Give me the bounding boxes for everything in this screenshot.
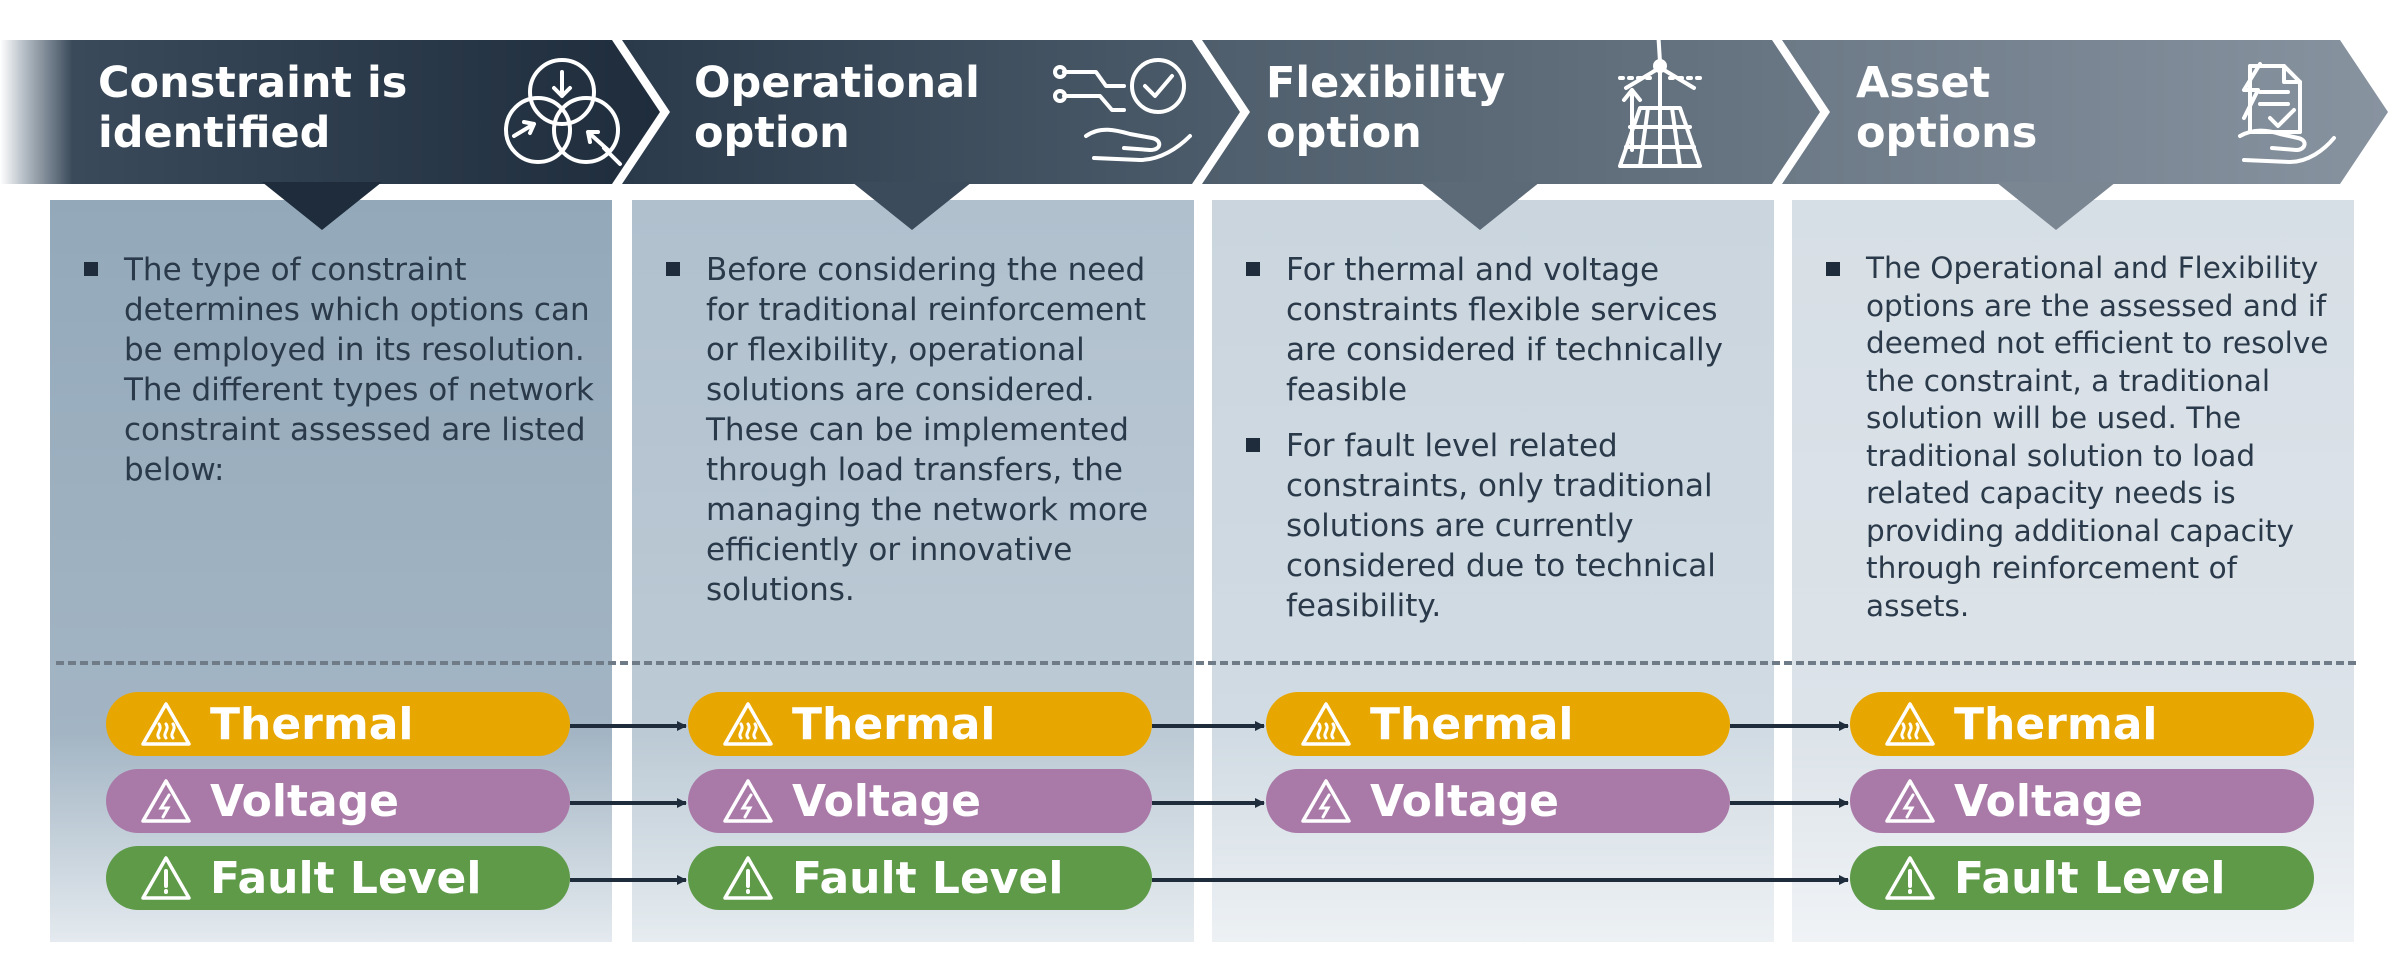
constraint-pill-voltage: Voltage xyxy=(106,769,570,833)
constraint-pill-fault-level: Fault Level xyxy=(688,846,1152,910)
header-chevron-asset xyxy=(1782,40,2388,184)
constraint-pill-label: Thermal xyxy=(210,698,414,750)
step-title-line: Operational xyxy=(694,58,980,108)
bullet-item: The Operational and Flexibility options … xyxy=(1822,250,2344,625)
constraint-pill-label: Fault Level xyxy=(1954,852,2226,904)
bullet-item: Before considering the need for traditio… xyxy=(662,250,1176,610)
step-title-operational: Operational option xyxy=(694,58,980,158)
step-title-line: Flexibility xyxy=(1266,58,1506,108)
hand-circuit-checkmark-icon xyxy=(1053,58,1192,162)
constraint-pill-label: Voltage xyxy=(792,775,982,827)
heat-warning-icon xyxy=(141,702,191,746)
lightning-warning-icon xyxy=(1301,779,1351,823)
bullet-item: For fault level related constraints, onl… xyxy=(1242,426,1756,626)
header-chevron-operational xyxy=(622,40,1240,184)
constraint-pill-thermal: Thermal xyxy=(688,692,1152,756)
constraint-pill-thermal: Thermal xyxy=(1850,692,2314,756)
step-title-line: option xyxy=(694,108,850,158)
constraint-pill-voltage: Voltage xyxy=(1266,769,1730,833)
exclamation-warning-icon xyxy=(1885,856,1935,900)
wind-turbine-solar-panel-icon xyxy=(1618,28,1702,168)
step-title-line: Constraint is xyxy=(98,58,408,108)
step-body-constraint: The type of constraint determines which … xyxy=(50,200,612,942)
exclamation-warning-icon xyxy=(723,856,773,900)
step-title-line: Asset xyxy=(1856,58,1991,108)
bullet-list: The Operational and Flexibility options … xyxy=(1822,250,2344,641)
exclamation-warning-icon xyxy=(141,856,191,900)
constraint-pill-label: Voltage xyxy=(1954,775,2144,827)
heat-warning-icon xyxy=(723,702,773,746)
step-body-flexibility: For thermal and voltage constraints flex… xyxy=(1212,200,1774,942)
constraint-pill-label: Voltage xyxy=(210,775,400,827)
constraint-pill-thermal: Thermal xyxy=(106,692,570,756)
step-title-line: identified xyxy=(98,108,331,158)
lightning-warning-icon xyxy=(723,779,773,823)
bullet-list: The type of constraint determines which … xyxy=(80,250,594,506)
bullet-item: The type of constraint determines which … xyxy=(80,250,594,490)
heat-warning-icon xyxy=(1885,702,1935,746)
constraint-pill-voltage: Voltage xyxy=(688,769,1152,833)
constraint-pill-label: Fault Level xyxy=(210,852,482,904)
constraint-pill-fault-level: Fault Level xyxy=(1850,846,2314,910)
flow-arrows xyxy=(570,721,1849,885)
bullet-list: For thermal and voltage constraints flex… xyxy=(1242,250,1756,642)
step-body-asset: The Operational and Flexibility options … xyxy=(1792,200,2354,942)
header-notch-flexibility xyxy=(1420,182,1540,230)
step-body-operational: Before considering the need for traditio… xyxy=(632,200,1194,942)
step-title-asset: Asset options xyxy=(1856,58,2037,158)
constraint-pill-label: Voltage xyxy=(1370,775,1560,827)
constraint-pill-label: Thermal xyxy=(1954,698,2158,750)
step-title-flexibility: Flexibility option xyxy=(1266,58,1505,158)
heat-warning-icon xyxy=(1301,702,1351,746)
header-notch-constraint xyxy=(262,182,382,230)
step-title-line: options xyxy=(1856,108,2038,158)
constraint-pill-thermal: Thermal xyxy=(1266,692,1730,756)
lightning-warning-icon xyxy=(141,779,191,823)
step-title-line: option xyxy=(1266,108,1422,158)
constraint-pill-label: Fault Level xyxy=(792,852,1064,904)
step-title-constraint: Constraint is identified xyxy=(98,58,407,158)
bullet-list: Before considering the need for traditio… xyxy=(662,250,1176,626)
lightning-warning-icon xyxy=(1885,779,1935,823)
hand-document-lightning-icon xyxy=(2238,62,2336,164)
constraint-pill-label: Thermal xyxy=(792,698,996,750)
header-notch-asset xyxy=(1996,182,2116,230)
section-divider xyxy=(56,661,2356,665)
header-notch-operational xyxy=(852,182,972,230)
header-chevron-constraint xyxy=(0,40,660,184)
constraint-pill-fault-level: Fault Level xyxy=(106,846,570,910)
bullet-item: For thermal and voltage constraints flex… xyxy=(1242,250,1756,410)
venn-diagram-magnifier-icon xyxy=(504,58,622,166)
constraint-pill-voltage: Voltage xyxy=(1850,769,2314,833)
constraint-pill-label: Thermal xyxy=(1370,698,1574,750)
